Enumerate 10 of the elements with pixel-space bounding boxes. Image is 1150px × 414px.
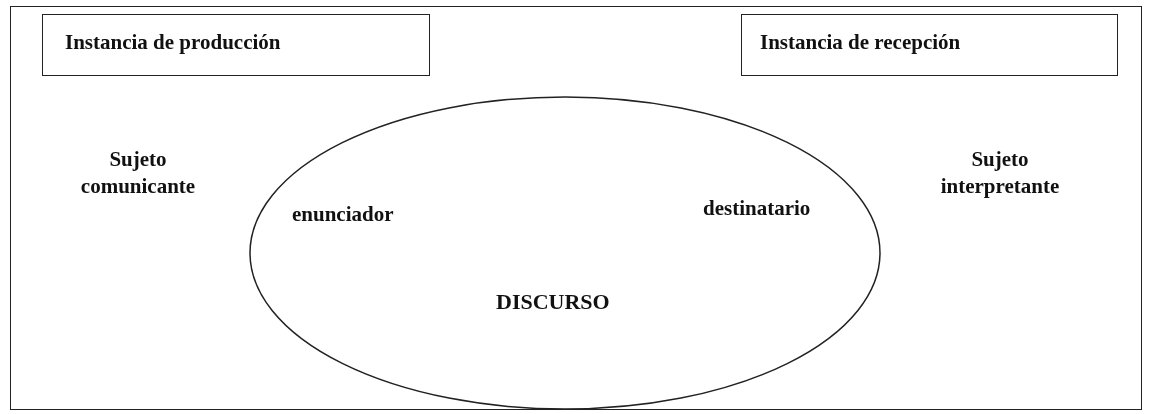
ellipse-shape (249, 96, 881, 410)
label-box (42, 14, 430, 76)
side-label: Sujeto interpretante (939, 146, 1061, 200)
node-text: DISCURSO (496, 289, 610, 315)
side-label: Sujeto comunicante (79, 146, 197, 200)
node-text: enunciador (292, 202, 394, 227)
node-text: destinatario (703, 196, 811, 221)
box-title: Instancia de recepción (760, 30, 961, 55)
label-box (741, 14, 1118, 76)
box-title: Instancia de producción (65, 30, 281, 55)
